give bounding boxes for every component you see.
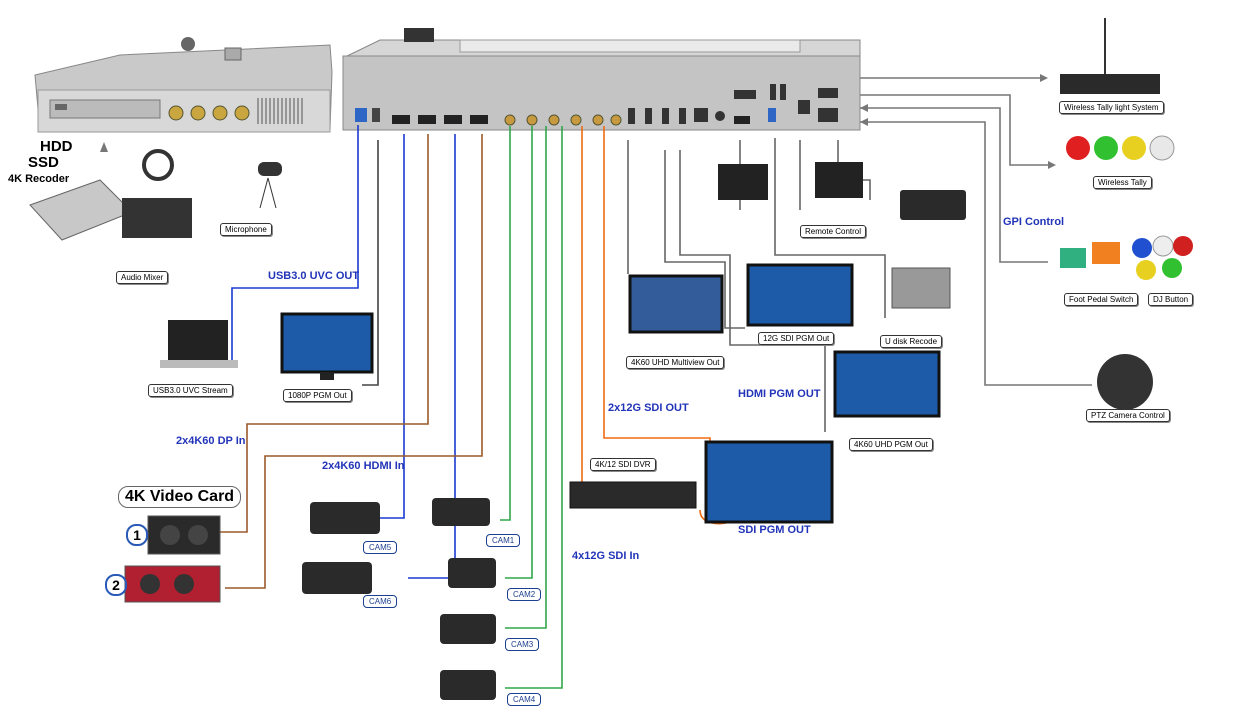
tally-base xyxy=(1060,18,1160,94)
sdi-out-label: 2x12G SDI OUT xyxy=(608,402,689,414)
ssd-drive xyxy=(29,179,133,241)
ptz-keyboard xyxy=(900,190,966,220)
hdmi-pgm-out-label: HDMI PGM OUT xyxy=(738,388,821,400)
ptz-control-label: PTZ Camera Control xyxy=(1086,409,1170,422)
sdi-in-label: 4x12G SDI In xyxy=(572,550,640,562)
dvr-recorder xyxy=(569,481,697,509)
uhd-pgm-label: 4K60 UHD PGM Out xyxy=(849,438,933,451)
remote-pc xyxy=(815,162,863,198)
usb-out-label: USB3.0 UVC OUT xyxy=(268,270,360,282)
tally-lights xyxy=(1066,135,1175,161)
monitor-1080p xyxy=(280,312,374,380)
tally-system-label: Wireless Tally light System xyxy=(1059,101,1164,114)
side-switcher-device xyxy=(34,37,333,133)
cam6-label: CAM6 xyxy=(363,595,398,608)
uhd-pgm-monitor xyxy=(833,350,941,418)
sdi-pgm-out-tv xyxy=(704,440,834,524)
hdmi-in-label: 2x4K60 HDMI In xyxy=(322,460,405,472)
multiview-monitor xyxy=(628,274,724,334)
microphone-stand xyxy=(258,162,282,209)
wireless-tally-label: Wireless Tally xyxy=(1093,176,1152,189)
connection-lines xyxy=(220,77,1092,689)
cam5-label: CAM5 xyxy=(363,541,398,554)
dj-buttons xyxy=(1132,235,1193,280)
video-card-number-1: 1 xyxy=(126,524,148,546)
video-card-title: 4K Video Card xyxy=(118,486,242,508)
remote-control-label: Remote Control xyxy=(800,225,867,238)
dvr-label: 4K/12 SDI DVR xyxy=(590,458,656,471)
cam1-label: CAM1 xyxy=(486,534,521,547)
pc-monitor xyxy=(718,164,768,200)
camera-bodies xyxy=(302,498,496,700)
ptz-joystick xyxy=(1097,354,1153,410)
laptop xyxy=(160,320,238,368)
arrowheads xyxy=(100,74,1056,169)
storage-line-recorder: 4K Recoder xyxy=(8,173,70,185)
audio-mixer xyxy=(122,149,192,238)
usb-stream-label: USB3.0 UVC Stream xyxy=(148,384,233,397)
cam4-label: CAM4 xyxy=(507,693,542,706)
sdi-pgm-monitor xyxy=(746,263,854,327)
pgm-1080-label: 1080P PGM Out xyxy=(283,389,352,402)
u-disk-label: U disk Recode xyxy=(880,335,943,348)
usb-disk xyxy=(891,267,951,309)
video-card-2 xyxy=(124,565,221,603)
foot-pedals xyxy=(1060,242,1120,268)
storage-line-ssd: SSD xyxy=(28,154,59,171)
cam2-label: CAM2 xyxy=(507,588,542,601)
dj-button-label: DJ Button xyxy=(1148,293,1194,306)
gpi-control-label: GPI Control xyxy=(1003,216,1065,228)
microphone-label: Microphone xyxy=(220,223,272,236)
sdi-pgm-out-label: SDI PGM OUT xyxy=(738,524,811,536)
audio-mixer-label: Audio Mixer xyxy=(116,271,169,284)
sdi-pgm-label: 12G SDI PGM Out xyxy=(758,332,835,345)
multiview-label: 4K60 UHD Multiview Out xyxy=(626,356,725,369)
storage-line-hdd: HDD xyxy=(40,138,73,155)
dp-in-label: 2x4K60 DP In xyxy=(176,435,246,447)
foot-pedal-label: Foot Pedal Switch xyxy=(1064,293,1139,306)
main-switcher-device xyxy=(342,28,861,131)
cam3-label: CAM3 xyxy=(505,638,540,651)
video-card-1 xyxy=(147,515,221,555)
video-card-number-2: 2 xyxy=(105,574,127,596)
